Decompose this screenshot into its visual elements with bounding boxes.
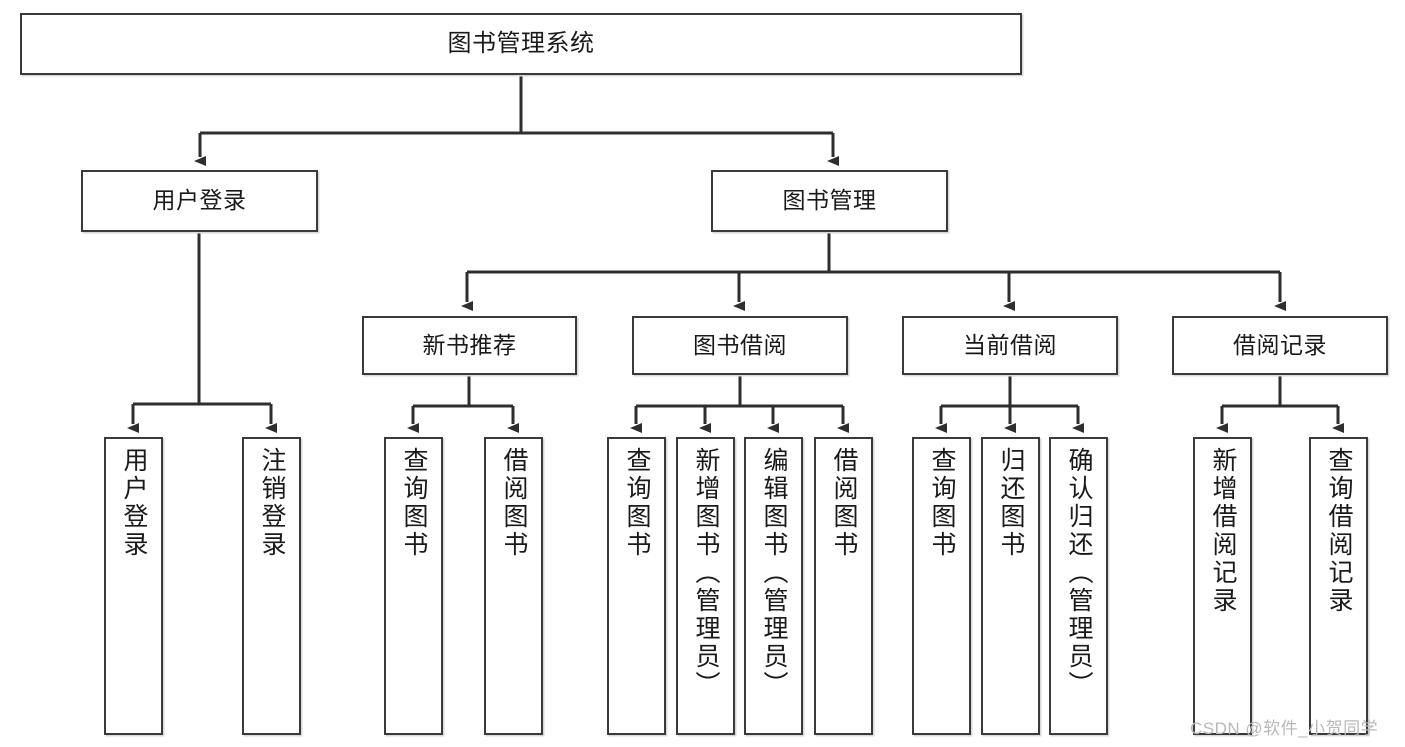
leaf-edit-book-label: 编辑图书（管理员） — [760, 447, 788, 699]
leaf-query-record-label: 查询借阅记录 — [1325, 447, 1353, 615]
leaf-borrow-book-2[interactable]: 借阅图书 — [814, 437, 873, 735]
leaf-query-book-1[interactable]: 查询图书 — [384, 437, 443, 735]
node-new-book-recommend-label: 新书推荐 — [422, 331, 517, 358]
leaf-edit-book[interactable]: 编辑图书（管理员） — [744, 437, 803, 735]
node-book-manage-label: 图书管理 — [782, 187, 877, 214]
leaf-query-record[interactable]: 查询借阅记录 — [1309, 437, 1368, 735]
leaf-user-login-label: 用户登录 — [120, 447, 148, 559]
leaf-borrow-book-2-label: 借阅图书 — [830, 447, 858, 559]
leaf-confirm-return-label: 确认归还（管理员） — [1065, 447, 1093, 699]
leaf-return-book[interactable]: 归还图书 — [981, 437, 1040, 735]
leaf-user-logout-label: 注销登录 — [258, 447, 286, 559]
node-borrow-record[interactable]: 借阅记录 — [1172, 316, 1388, 375]
node-user-login[interactable]: 用户登录 — [81, 170, 318, 232]
node-current-borrow-label: 当前借阅 — [963, 331, 1057, 358]
node-book-borrow-label: 图书借阅 — [693, 331, 787, 358]
leaf-add-record-label: 新增借阅记录 — [1209, 447, 1237, 615]
leaf-add-book[interactable]: 新增图书（管理员） — [676, 437, 735, 735]
node-root-label: 图书管理系统 — [447, 29, 595, 57]
node-book-manage[interactable]: 图书管理 — [711, 170, 948, 232]
leaf-query-book-3[interactable]: 查询图书 — [912, 437, 971, 735]
leaf-add-record[interactable]: 新增借阅记录 — [1193, 437, 1252, 735]
node-user-login-label: 用户登录 — [152, 187, 247, 214]
leaf-query-book-3-label: 查询图书 — [928, 447, 956, 559]
leaf-borrow-book-1-label: 借阅图书 — [500, 447, 528, 559]
node-new-book-recommend[interactable]: 新书推荐 — [362, 316, 577, 375]
watermark: CSDN @软件_小贺同学 — [1190, 719, 1379, 738]
leaf-query-book-1-label: 查询图书 — [400, 447, 428, 559]
node-current-borrow[interactable]: 当前借阅 — [902, 316, 1118, 375]
leaf-query-book-2-label: 查询图书 — [623, 447, 651, 559]
leaf-return-book-label: 归还图书 — [997, 447, 1025, 559]
leaf-confirm-return[interactable]: 确认归还（管理员） — [1049, 437, 1108, 735]
leaf-borrow-book-1[interactable]: 借阅图书 — [484, 437, 543, 735]
node-borrow-record-label: 借阅记录 — [1233, 331, 1327, 358]
node-book-borrow[interactable]: 图书借阅 — [632, 316, 848, 375]
leaf-user-login[interactable]: 用户登录 — [104, 437, 163, 735]
node-root[interactable]: 图书管理系统 — [20, 13, 1022, 75]
leaf-query-book-2[interactable]: 查询图书 — [607, 437, 666, 735]
leaf-user-logout[interactable]: 注销登录 — [242, 437, 301, 735]
leaf-add-book-label: 新增图书（管理员） — [692, 447, 720, 699]
